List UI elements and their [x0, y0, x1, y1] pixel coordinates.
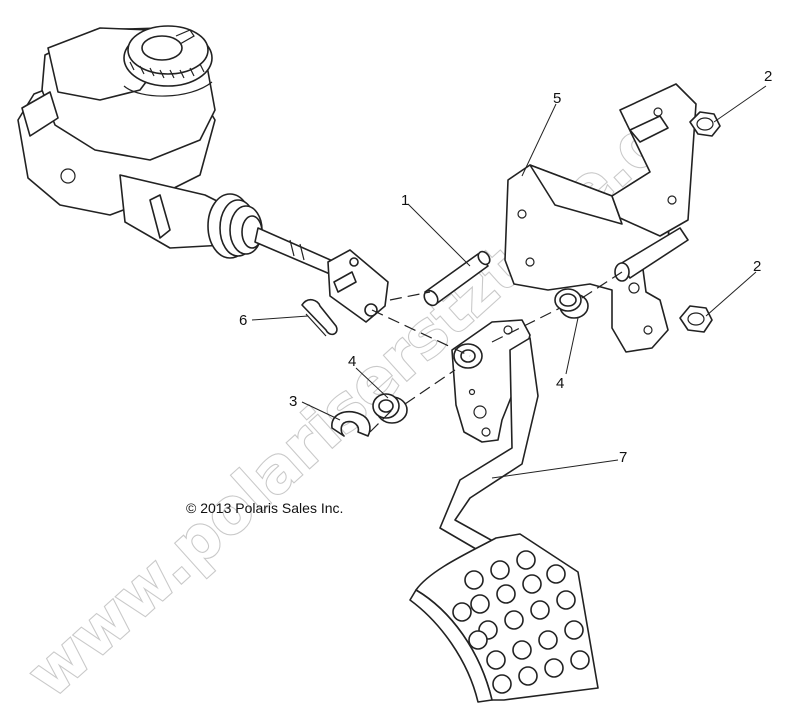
master-cylinder [17, 25, 389, 323]
callout-2-lower: 2 [753, 258, 761, 275]
copyright-notice: © 2013 Polaris Sales Inc. [186, 500, 343, 516]
pedal-pad-holes [452, 550, 590, 694]
clevis-pin [423, 250, 491, 307]
callout-1: 1 [401, 192, 409, 209]
hairpin-clip [301, 298, 338, 337]
leader-lines [251, 85, 767, 479]
flange-nut-upper [689, 111, 721, 137]
bushing-left [372, 393, 408, 424]
callout-3: 3 [289, 393, 297, 410]
callout-2-upper: 2 [764, 68, 772, 85]
flange-nut-lower [679, 305, 713, 333]
callout-5: 5 [553, 90, 561, 107]
assembly-lines [369, 271, 623, 433]
callout-7: 7 [619, 449, 627, 466]
callout-4-right: 4 [556, 375, 564, 392]
e-clip [331, 410, 371, 437]
pedal-bracket [504, 83, 697, 353]
bushing-right [554, 288, 589, 319]
callout-4-left: 4 [348, 353, 356, 370]
brake-pedal [409, 319, 599, 703]
callout-6: 6 [239, 312, 247, 329]
